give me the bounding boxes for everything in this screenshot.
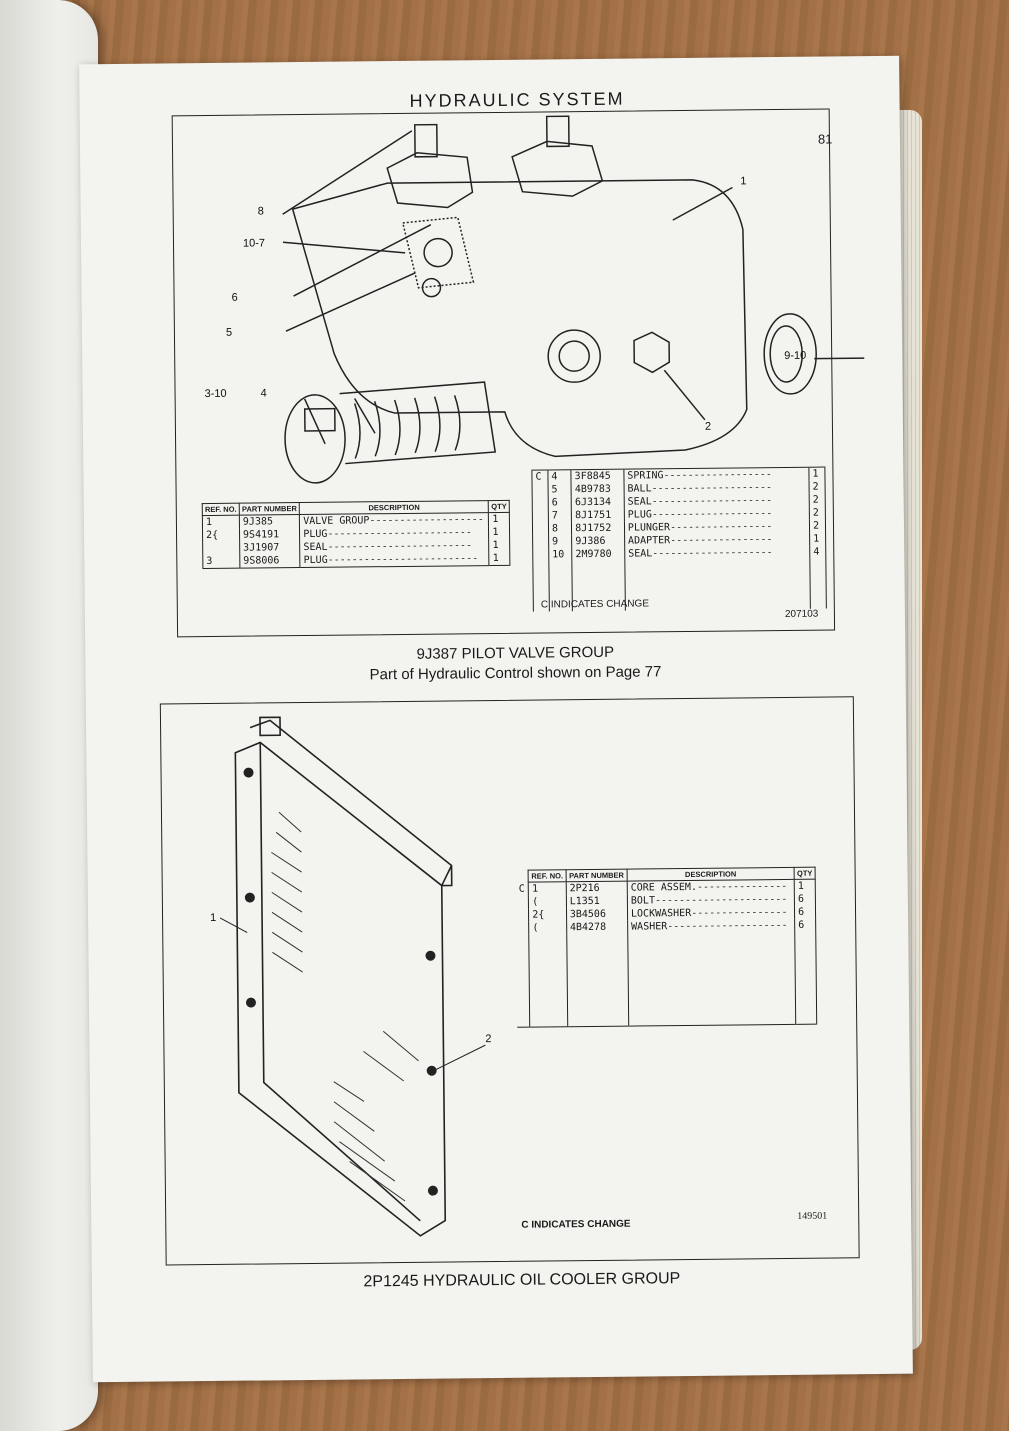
- part-cell: 9S4191: [239, 528, 300, 542]
- change-cell: C: [515, 882, 529, 896]
- col-qty: QTY: [488, 500, 510, 513]
- part-cell: 4B9783: [571, 482, 625, 497]
- parts-table-left: REF. NO. PART NUMBER DESCRIPTION QTY 1 9…: [202, 500, 511, 569]
- ref-cell: 6: [548, 496, 572, 510]
- part-cell: 3F8845: [571, 469, 624, 484]
- ref-cell: (: [528, 895, 567, 909]
- part-cell: L1351: [566, 894, 628, 909]
- qty-cell: 6: [794, 905, 816, 919]
- manual-page: HYDRAULIC SYSTEM 8 1: [79, 55, 913, 1383]
- pilot-valve-drawing: 8 10-7 1 6 5 3-10 4 9-10 2: [205, 115, 865, 484]
- callout-3-10: 3-10: [205, 388, 227, 400]
- col-ref: REF. NO.: [202, 503, 240, 516]
- col-change: [516, 870, 529, 882]
- page-header: HYDRAULIC SYSTEM: [409, 88, 625, 111]
- part-cell: 4B4278: [566, 920, 628, 935]
- callout-6: 6: [232, 292, 238, 304]
- oil-cooler-drawing: 1 2: [210, 716, 492, 1237]
- ref-cell: 10: [548, 548, 573, 562]
- qty-cell: 2: [809, 480, 826, 494]
- qty-cell: 1: [808, 467, 826, 481]
- part-cell: 9S8006: [239, 554, 301, 569]
- qty-cell: 1: [809, 532, 826, 546]
- qty-cell: 1: [488, 525, 510, 540]
- ref-cell: 5: [547, 483, 572, 497]
- col-part: PART NUMBER: [239, 502, 300, 516]
- qty-cell: 1: [489, 538, 510, 553]
- ref-cell: 2{: [528, 908, 567, 922]
- ref-cell: 1: [528, 881, 567, 896]
- change-cell: [515, 908, 529, 922]
- callout-5: 5: [226, 327, 232, 339]
- parts-table-cooler: REF. NO. PART NUMBER DESCRIPTION QTY C 1…: [515, 867, 818, 1028]
- callout-2: 2: [705, 421, 711, 433]
- change-cell: [516, 921, 530, 935]
- ref-cell: 4: [547, 469, 572, 484]
- callout-9-10: 9-10: [784, 350, 806, 362]
- callout-1: 1: [210, 912, 216, 924]
- col-part: PART NUMBER: [565, 869, 628, 882]
- col-qty: QTY: [794, 867, 816, 880]
- qty-cell: 4: [809, 545, 826, 559]
- ref-cell: 3: [202, 554, 240, 569]
- part-cell: 2M9780: [571, 547, 625, 562]
- figure1-title: 9J387 PILOT VALVE GROUP: [416, 643, 615, 663]
- callout-8: 8: [258, 205, 264, 217]
- callout-10-7: 10-7: [243, 237, 265, 249]
- part-cell: 9J385: [239, 514, 300, 529]
- qty-cell: 1: [794, 879, 816, 893]
- part-cell: 3B4506: [566, 907, 628, 922]
- change-note: C INDICATES CHANGE: [540, 598, 650, 611]
- qty-cell: 1: [488, 512, 510, 527]
- change-cell: [532, 496, 549, 510]
- callout-2: 2: [485, 1033, 491, 1045]
- desc-cell: PLUG-------------------------: [300, 552, 490, 568]
- change-cell: [532, 522, 549, 536]
- figure1-subtitle: Part of Hydraulic Control shown on Page …: [369, 663, 662, 684]
- ref-cell: 2{: [202, 528, 240, 543]
- callout-4: 4: [261, 387, 267, 399]
- callout-1: 1: [740, 175, 746, 187]
- change-cell: C: [531, 469, 548, 484]
- part-cell: 6J3134: [571, 495, 625, 510]
- table-row: 3 9S8006 PLUG------------------------- 1: [202, 551, 510, 569]
- drawing-number: 149501: [797, 1210, 828, 1222]
- qty-cell: 2: [809, 493, 826, 507]
- part-cell: 9J386: [571, 534, 625, 549]
- figure2-title: 2P1245 HYDRAULIC OIL COOLER GROUP: [363, 1270, 681, 1291]
- change-cell: [532, 509, 549, 523]
- ref-cell: (: [528, 921, 567, 935]
- qty-cell: 2: [809, 519, 826, 533]
- qty-cell: 6: [794, 892, 816, 906]
- table-row-filler: [516, 931, 817, 1028]
- part-cell: 3J1907: [239, 541, 301, 555]
- change-cell: [532, 535, 549, 549]
- ref-cell: [202, 541, 240, 556]
- parts-table-right: C 4 3F8845 SPRING------------------ 1 5 …: [531, 466, 827, 612]
- ref-cell: 9: [548, 535, 572, 549]
- change-cell: [515, 895, 529, 909]
- col-ref: REF. NO.: [528, 869, 566, 883]
- part-cell: 2P216: [565, 881, 628, 896]
- ref-cell: 8: [548, 522, 572, 536]
- drawing-number: 207103: [784, 608, 819, 620]
- change-note: C INDICATES CHANGE: [521, 1218, 631, 1231]
- part-cell: 8J1751: [571, 508, 625, 523]
- ref-cell: 7: [548, 509, 572, 523]
- ref-cell: 1: [202, 515, 240, 530]
- qty-cell: 2: [809, 506, 826, 520]
- change-cell: [532, 483, 549, 497]
- part-cell: 8J1752: [571, 521, 625, 536]
- qty-cell: 6: [794, 918, 816, 932]
- qty-cell: 1: [489, 551, 510, 566]
- change-cell: [532, 548, 549, 562]
